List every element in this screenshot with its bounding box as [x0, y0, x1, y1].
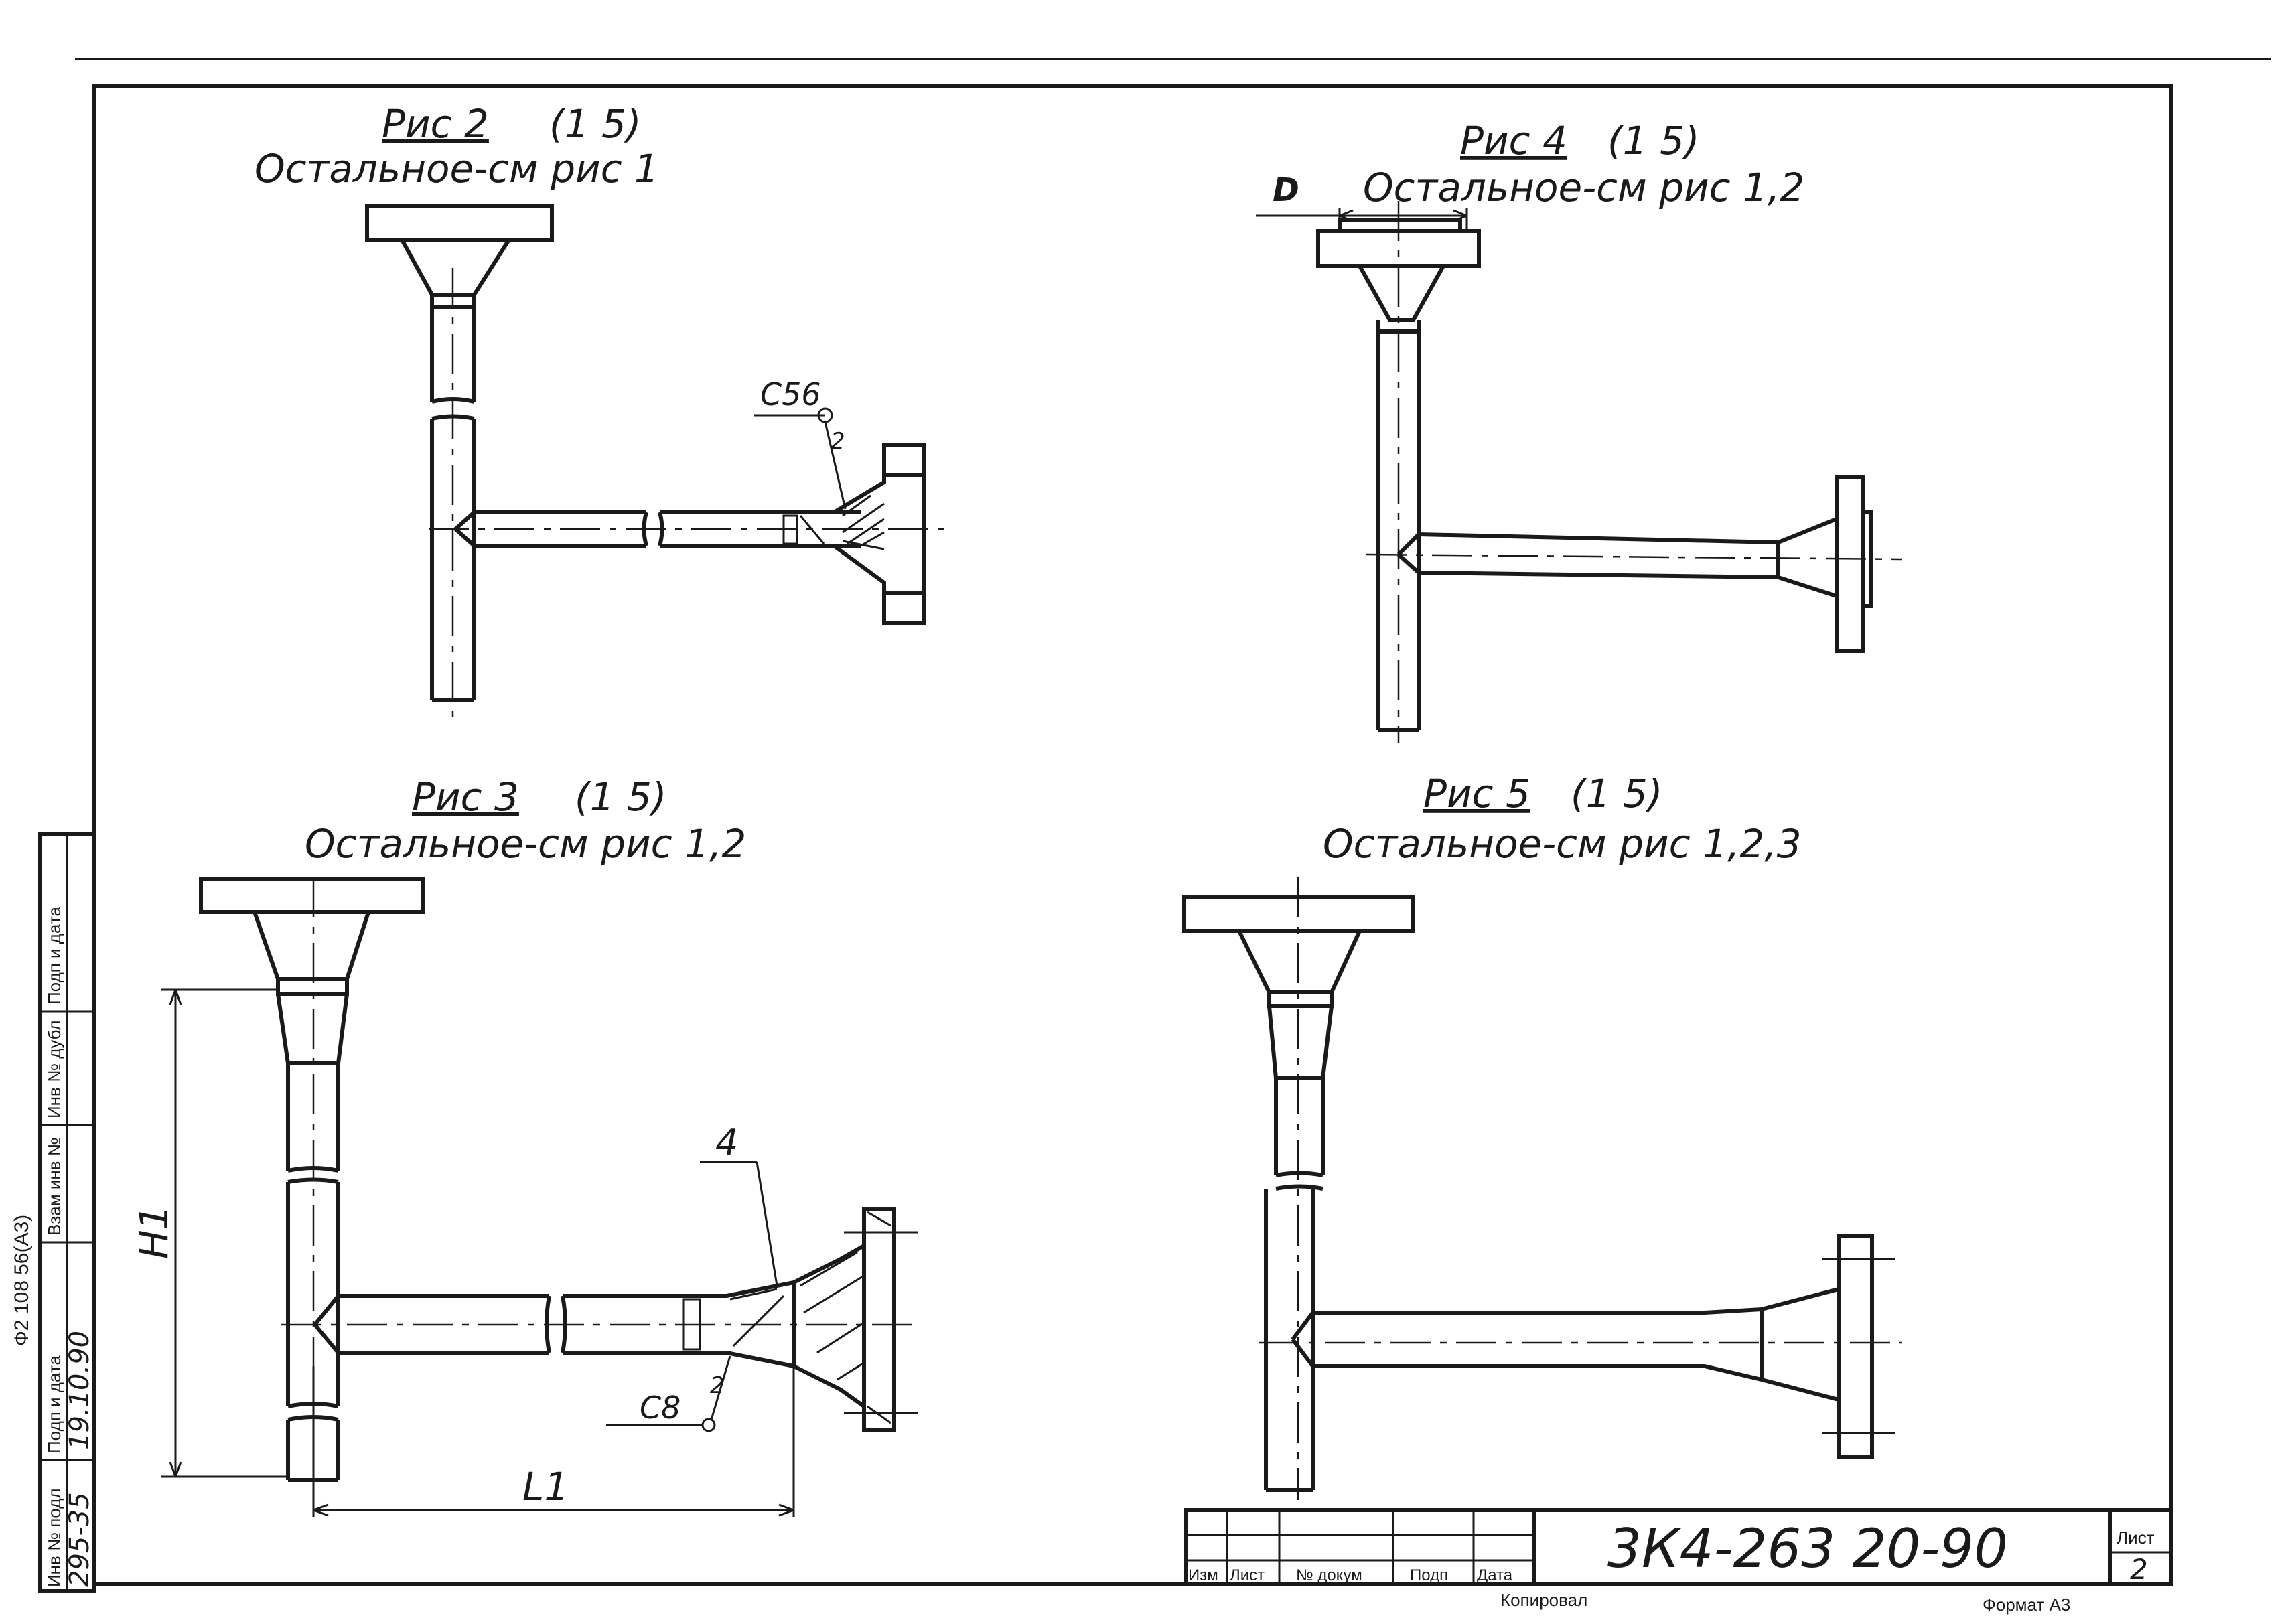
fig4-note: Остальное-см рис 1,2: [1363, 165, 1804, 210]
footer-copied: Копировал: [1500, 1590, 1587, 1610]
fig2-weld-callout: С56 2: [754, 376, 847, 510]
document-designation: 3К4-263 20-90: [1607, 1518, 2008, 1580]
sheet-number: 2: [2130, 1553, 2148, 1586]
left-stamp-col-0: Инв № подл: [44, 1488, 64, 1587]
fig2-title: Рис 2: [382, 101, 489, 147]
left-stamp: Ф2 108 56(А3) Инв № подл Подп и дата Вза…: [11, 832, 96, 1593]
fig5-pipe: [1182, 895, 1874, 1492]
fig2-weld-leg: 2: [831, 428, 845, 455]
figure-3: Рис 3 (1 5) Остальное-см рис 1,2: [131, 774, 918, 1517]
fig4-scale: (1 5): [1607, 118, 1700, 163]
left-stamp-col-4: Подп и дата: [44, 907, 64, 1005]
fig4-axis-horizontal: [1366, 553, 1903, 561]
sheet-label: Лист: [2117, 1528, 2155, 1548]
fig4-dimension-d: [1256, 208, 1468, 231]
fig5-scale: (1 5): [1571, 771, 1663, 816]
fig3-pipe: [199, 877, 896, 1482]
fig2-pipe: [365, 204, 926, 702]
left-stamp-col-3: Инв № дубл: [44, 1020, 64, 1118]
fig2-note: Остальное-см рис 1: [255, 146, 659, 192]
figure-2: Рис 2 (1 5) Остальное-см рис 1: [255, 101, 944, 717]
fig2-hatching: [782, 494, 885, 550]
fig3-hatching: [682, 1211, 891, 1424]
left-stamp-value-1: 19.10.90: [64, 1331, 95, 1450]
fig3-weld-leg: 2: [710, 1372, 725, 1399]
fig3-title: Рис 3: [412, 774, 519, 820]
fig3-dimension-l1: [312, 1366, 795, 1517]
fig3-part-label: 4: [715, 1122, 738, 1164]
fig2-weld-label: С56: [760, 376, 821, 413]
fig3-dim-h1: Н1: [131, 1205, 177, 1259]
title-block-header-doc: № докум: [1296, 1566, 1362, 1584]
fig3-weld-label: С8: [640, 1390, 680, 1426]
figure-4: Рис 4 (1 5) Остальное-см рис 1,2 D: [1256, 118, 1903, 743]
fig3-note: Остальное-см рис 1,2: [305, 821, 746, 867]
fig5-title: Рис 5: [1423, 771, 1530, 816]
left-stamp-col-1: Подп и дата: [44, 1355, 64, 1453]
left-stamp-value-0: 295-35: [64, 1492, 95, 1587]
fig5-note: Остальное-см рис 1,2,3: [1323, 821, 1802, 867]
title-block-header-izm: Изм: [1188, 1566, 1218, 1584]
fig3-dimension-h1: [161, 988, 288, 1478]
fig3-part-callout: [700, 1161, 778, 1286]
fig3-scale: (1 5): [575, 774, 667, 820]
footer-format: Формат А3: [1983, 1595, 2070, 1615]
fig3-weld-callout: [606, 1355, 731, 1432]
title-block-header-list: Лист: [1230, 1566, 1265, 1584]
title-block: Изм Лист № докум Подп Дата 3К4-263 20-90…: [1184, 1508, 2173, 1586]
fig2-scale: (1 5): [549, 101, 642, 147]
fig4-dim-d: D: [1273, 171, 1299, 209]
fig4-pipe: [1316, 218, 1873, 732]
fig3-dim-l1: L1: [522, 1464, 569, 1509]
left-stamp-col-2: Взам инв №: [44, 1137, 64, 1236]
figure-5: Рис 5 (1 5) Остальное-см рис 1,2,3: [1182, 771, 1902, 1500]
title-block-header-date: Дата: [1477, 1566, 1513, 1584]
left-stamp-doc-code: Ф2 108 56(А3): [11, 1215, 33, 1346]
title-block-header-sign: Подп: [1410, 1566, 1448, 1584]
fig4-title: Рис 4: [1460, 118, 1567, 163]
